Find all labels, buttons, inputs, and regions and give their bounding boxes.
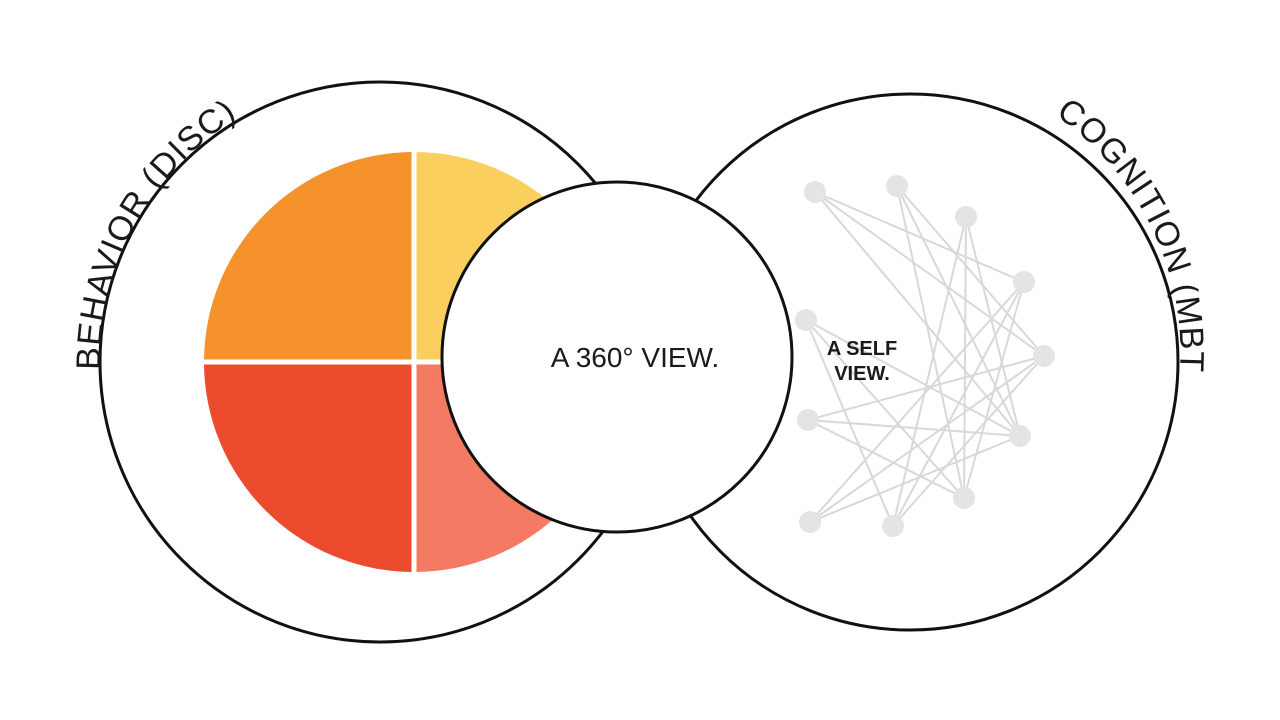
network-edge (963, 281, 1025, 499)
network-edge (896, 185, 965, 499)
network-edge (963, 216, 967, 499)
network-node (953, 487, 975, 509)
network-edge (805, 319, 965, 499)
network-node (1033, 345, 1055, 367)
network-edge (814, 191, 1025, 283)
self-view-label-line1: A SELF (827, 338, 897, 360)
center-label: A 360° VIEW. (551, 342, 719, 373)
network-node (799, 511, 821, 533)
network-edge (809, 281, 1025, 523)
network-edge (965, 216, 1021, 437)
network-node (797, 409, 819, 431)
network-node (886, 175, 908, 197)
self-view-label-line2: VIEW. (834, 363, 890, 385)
network-node (1013, 271, 1035, 293)
network-edge (805, 319, 894, 527)
network-node (804, 181, 826, 203)
network-edge (892, 355, 1045, 527)
network-edge (814, 191, 1045, 357)
network-edge (809, 355, 1045, 523)
quadrant-conscientiousness (204, 362, 414, 572)
network-node (795, 309, 817, 331)
network-edge (807, 419, 1021, 437)
network-edge (892, 281, 1025, 527)
network-edge (807, 355, 1045, 421)
network-edge (805, 319, 1021, 437)
network-node (955, 206, 977, 228)
network-edge (896, 185, 1021, 437)
network-edge (807, 419, 965, 499)
network-star-icon (795, 175, 1055, 537)
network-edge (809, 435, 1021, 523)
network-node (882, 515, 904, 537)
quadrant-dominance (204, 152, 414, 362)
network-edge (814, 191, 1021, 437)
network-node (1009, 425, 1031, 447)
center-circle (440, 180, 794, 534)
network-edge (892, 216, 967, 527)
network-edge (896, 185, 1045, 357)
